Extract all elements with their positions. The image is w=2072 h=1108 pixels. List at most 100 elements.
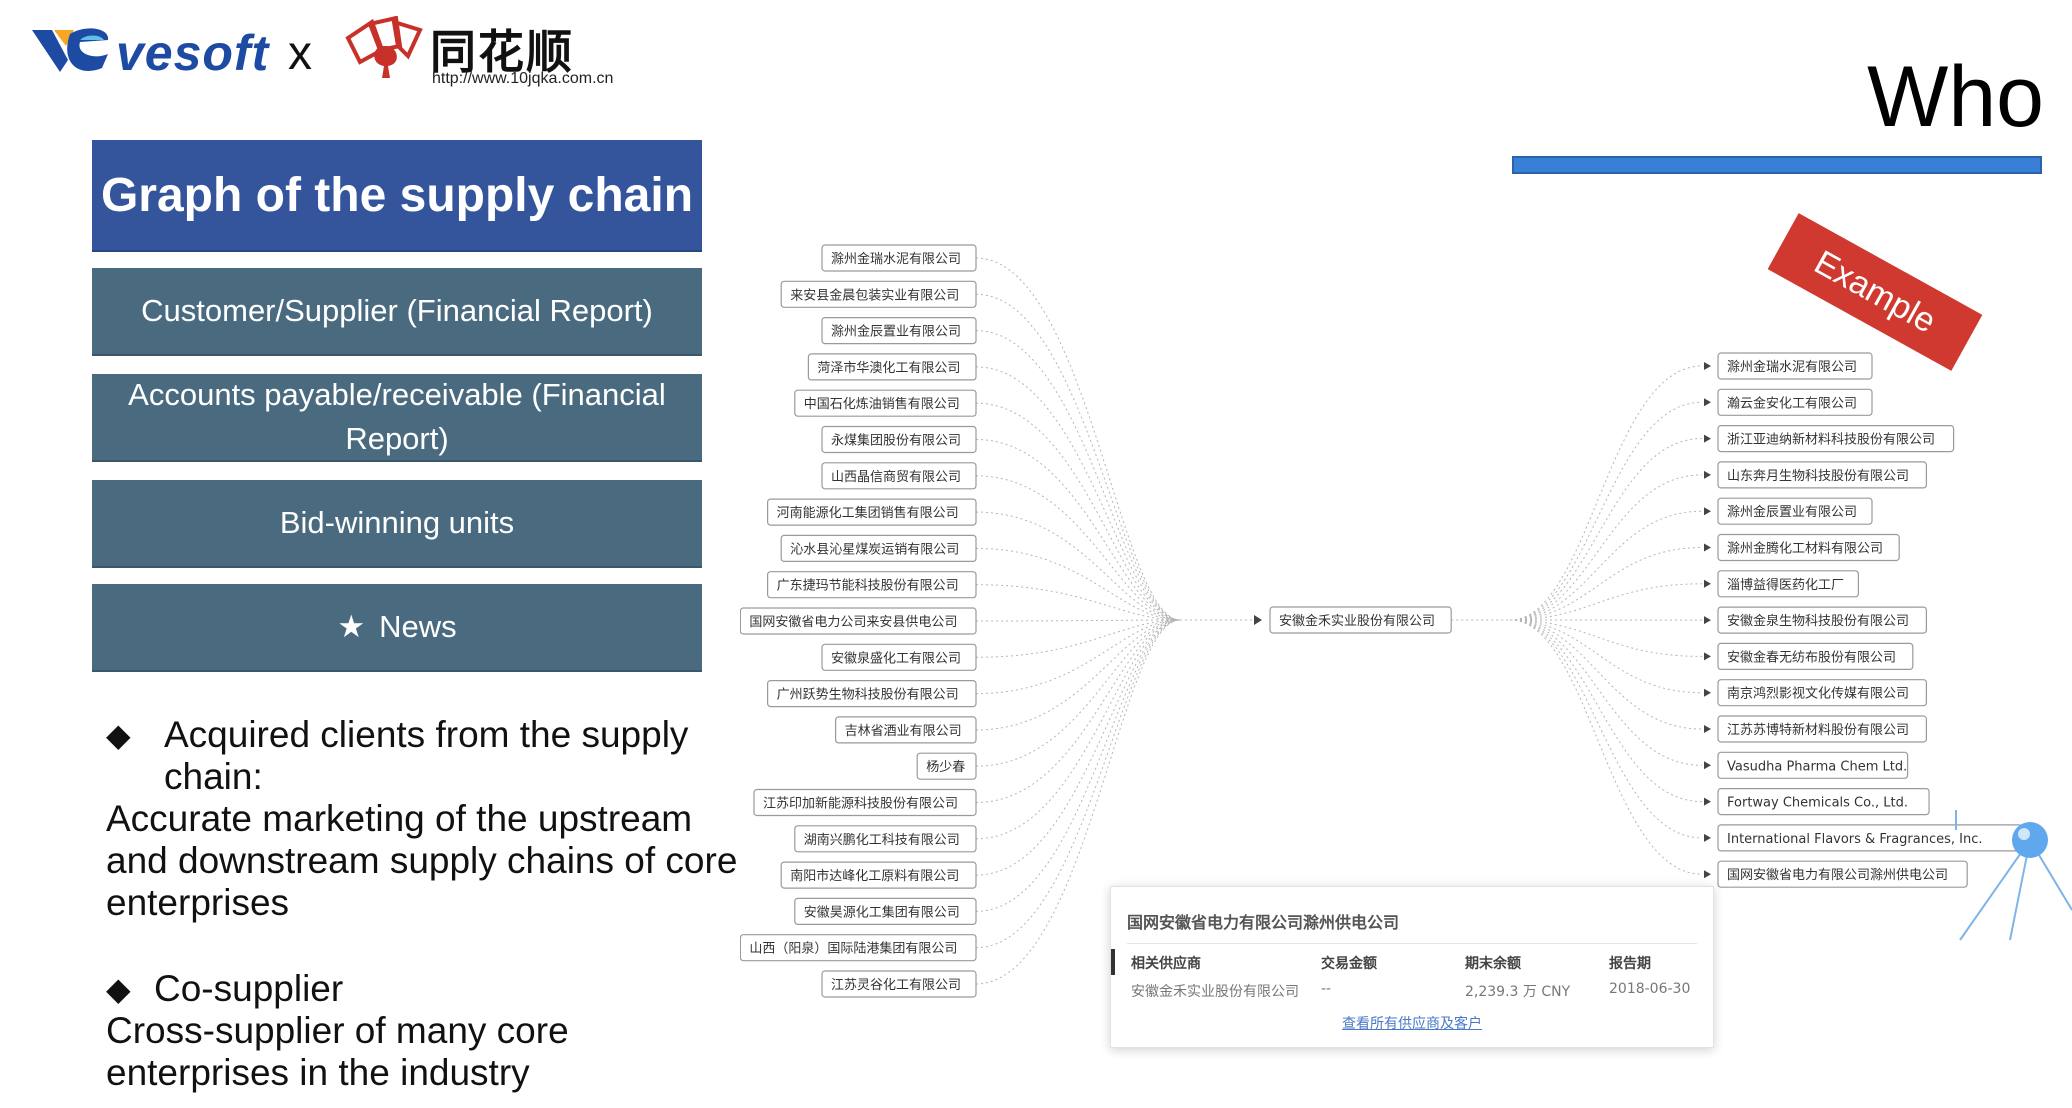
graph-node-right-label: 山东奔月生物科技股份有限公司: [1727, 469, 1909, 484]
graph-node-left-label: 沁水县沁星煤炭运销有限公司: [790, 542, 959, 557]
menu-item-bid-winning[interactable]: Bid-winning units: [92, 480, 702, 568]
graph-node-left[interactable]: 江苏印加新能源科技股份有限公司: [753, 788, 977, 817]
graph-edge: [1509, 583, 1703, 621]
graph-node-left[interactable]: 杨少春: [916, 752, 977, 780]
graph-node-right[interactable]: 瀚云金安化工有限公司: [1717, 388, 1873, 416]
graph-edge: [975, 475, 1181, 621]
view-all-suppliers-link[interactable]: 查看所有供应商及客户: [1342, 1016, 1482, 1032]
graph-node-right-label: 国网安徽省电力有限公司滁州供电公司: [1727, 867, 1948, 883]
graph-node-right[interactable]: Fortway Chemicals Co., Ltd.: [1717, 787, 1930, 816]
graph-node-right-label: 南京鸿烈影视文化传媒有限公司: [1727, 686, 1909, 702]
graph-node-left-box: [780, 534, 977, 562]
graph-node-right-box: [1717, 533, 1900, 562]
graph-node-left[interactable]: 山西晶信商贸有限公司: [821, 462, 977, 490]
graph-node-center[interactable]: 安徽金禾实业股份有限公司: [1269, 606, 1452, 634]
graph-node-left-box: [753, 788, 977, 817]
graph-node-left-label: 安徽泉盛化工有限公司: [831, 650, 961, 666]
graph-node-right-label: Vasudha Pharma Chem Ltd.: [1727, 759, 1907, 774]
graph-node-right-box: [1717, 751, 1909, 779]
menu-item-accounts[interactable]: Accounts payable/receivable (Financial R…: [92, 374, 702, 462]
graph-node-left-label: 滁州金瑞水泥有限公司: [831, 251, 961, 267]
graph-node-left-label: 南阳市达峰化工原料有限公司: [790, 868, 959, 884]
graph-node-left[interactable]: 沁水县沁星煤炭运销有限公司: [780, 534, 977, 562]
graph-node-right-label: 滁州金瑞水泥有限公司: [1727, 359, 1857, 375]
card-header-balance: 期末余额: [1465, 956, 1521, 972]
graph-node-left[interactable]: 滁州金瑞水泥有限公司: [821, 244, 977, 272]
graph-node-right[interactable]: 滁州金腾化工材料有限公司: [1717, 533, 1900, 562]
menu-item-label: News: [379, 609, 457, 644]
menu-item-label: Customer/Supplier (Financial Report): [141, 293, 653, 328]
graph-node-left-label: 国网安徽省电力公司来安县供电公司: [749, 615, 957, 630]
graph-node-right[interactable]: 滁州金瑞水泥有限公司: [1717, 352, 1873, 380]
graph-node-left[interactable]: 永煤集团股份有限公司: [821, 425, 977, 454]
graph-edge: [975, 619, 1181, 803]
graph-node-left-label: 广州跃势生物科技股份有限公司: [777, 687, 959, 703]
graph-node-right-box: [1717, 642, 1914, 670]
graph-node-right[interactable]: 国网安徽省电力有限公司滁州供电公司: [1717, 860, 1968, 888]
graph-node-right[interactable]: 山东奔月生物科技股份有限公司: [1717, 461, 1927, 489]
graph-edge: [975, 511, 1181, 621]
graph-node-left[interactable]: 河南能源化工集团销售有限公司: [767, 498, 977, 526]
arrow-icon: [1704, 434, 1711, 443]
graph-edge: [1509, 438, 1703, 621]
graph-node-left-label: 菏泽市华澳化工有限公司: [817, 360, 960, 376]
arrow-icon: [1704, 398, 1711, 407]
card-cell-balance: 2,239.3 万 CNY: [1465, 984, 1571, 1000]
graph-node-left-label: 安徽昊源化工集团有限公司: [804, 904, 960, 920]
graph-edge: [1509, 474, 1703, 621]
graph-node-left[interactable]: 国网安徽省电力公司来安县供电公司: [740, 607, 977, 635]
graph-node-right-label: Fortway Chemicals Co., Ltd.: [1727, 796, 1908, 811]
graph-node-left[interactable]: 广州跃势生物科技股份有限公司: [767, 680, 977, 708]
diamond-bullet-icon: ◆: [106, 971, 131, 1007]
graph-edge: [1509, 619, 1703, 803]
graph-node-right[interactable]: 江苏苏博特新材料股份有限公司: [1717, 715, 1927, 743]
graph-node-right[interactable]: 安徽金春无纺布股份有限公司: [1717, 642, 1914, 670]
graph-node-left[interactable]: 安徽昊源化工集团有限公司: [794, 897, 977, 926]
graph-node-left-box: [780, 861, 977, 889]
graph-node-right[interactable]: 安徽金泉生物科技股份有限公司: [1717, 606, 1927, 634]
card-header-supplier: 相关供应商: [1131, 956, 1201, 972]
graph-node-right[interactable]: 浙江亚迪纳新材料科技股份有限公司: [1717, 425, 1955, 453]
graph-node-left-label: 中国石化炼油销售有限公司: [804, 396, 960, 412]
graph-node-left-label: 河南能源化工集团销售有限公司: [777, 505, 959, 521]
card-divider: [1127, 943, 1697, 944]
graph-node-left[interactable]: 吉林省酒业有限公司: [834, 716, 977, 744]
graph-node-left[interactable]: 湖南兴鹏化工科技有限公司: [794, 825, 977, 853]
graph-node-right[interactable]: Vasudha Pharma Chem Ltd.: [1717, 751, 1909, 779]
tonghuashun-logo-icon: [345, 16, 423, 78]
graph-node-left[interactable]: 滁州金辰置业有限公司: [821, 316, 977, 345]
graph-node-left[interactable]: 安徽泉盛化工有限公司: [821, 643, 977, 671]
graph-node-left[interactable]: 中国石化炼油销售有限公司: [794, 389, 977, 417]
graph-node-right[interactable]: 淄博益得医药化工厂: [1717, 570, 1859, 598]
graph-node-left[interactable]: 山西（阳泉）国际陆港集团有限公司: [740, 934, 977, 962]
graph-node-left[interactable]: 南阳市达峰化工原料有限公司: [780, 861, 977, 889]
arrow-icon: [1704, 870, 1711, 879]
graph-node-right-label: International Flavors & Fragrances, Inc.: [1727, 832, 1983, 847]
menu-title: Graph of the supply chain: [92, 140, 702, 252]
graph-node-left-box: [740, 934, 977, 962]
page-title: Who: [1867, 49, 2044, 145]
graph-node-right-label: 安徽金泉生物科技股份有限公司: [1727, 613, 1909, 629]
graph-node-right[interactable]: 滁州金辰置业有限公司: [1717, 497, 1873, 525]
menu-item-news[interactable]: ★ News: [92, 584, 702, 672]
vesoft-logo-icon: [32, 28, 109, 72]
graph-node-left[interactable]: 菏泽市华澳化工有限公司: [807, 353, 977, 381]
graph-edge: [975, 547, 1181, 621]
graph-node-left[interactable]: 江苏灵谷化工有限公司: [821, 970, 977, 998]
graph-node-left[interactable]: 广东捷玛节能科技股份有限公司: [767, 571, 977, 599]
menu-item-customer-supplier[interactable]: Customer/Supplier (Financial Report): [92, 268, 702, 356]
card-header-period: 报告期: [1609, 956, 1651, 972]
graph-edge: [975, 619, 1181, 767]
graph-node-left[interactable]: 来安县金晨包装实业有限公司: [780, 280, 977, 308]
arrow-icon: [1704, 470, 1711, 479]
graph-edge: [1509, 401, 1703, 621]
bullet-body: Accurate marketing of the upstream and d…: [106, 798, 738, 923]
graph-node-right[interactable]: 南京鸿烈影视文化传媒有限公司: [1717, 679, 1927, 707]
bullet-item: ◆ Co-supplier: [106, 968, 746, 1010]
graph-node-left-label: 来安县金晨包装实业有限公司: [790, 287, 959, 303]
graph-edge: [975, 584, 1181, 621]
graph-node-left-box: [821, 425, 977, 454]
graph-node-right-box: [1717, 570, 1859, 598]
arrow-icon: [1704, 362, 1711, 370]
graph-node-right-label: 瀚云金安化工有限公司: [1727, 395, 1857, 411]
